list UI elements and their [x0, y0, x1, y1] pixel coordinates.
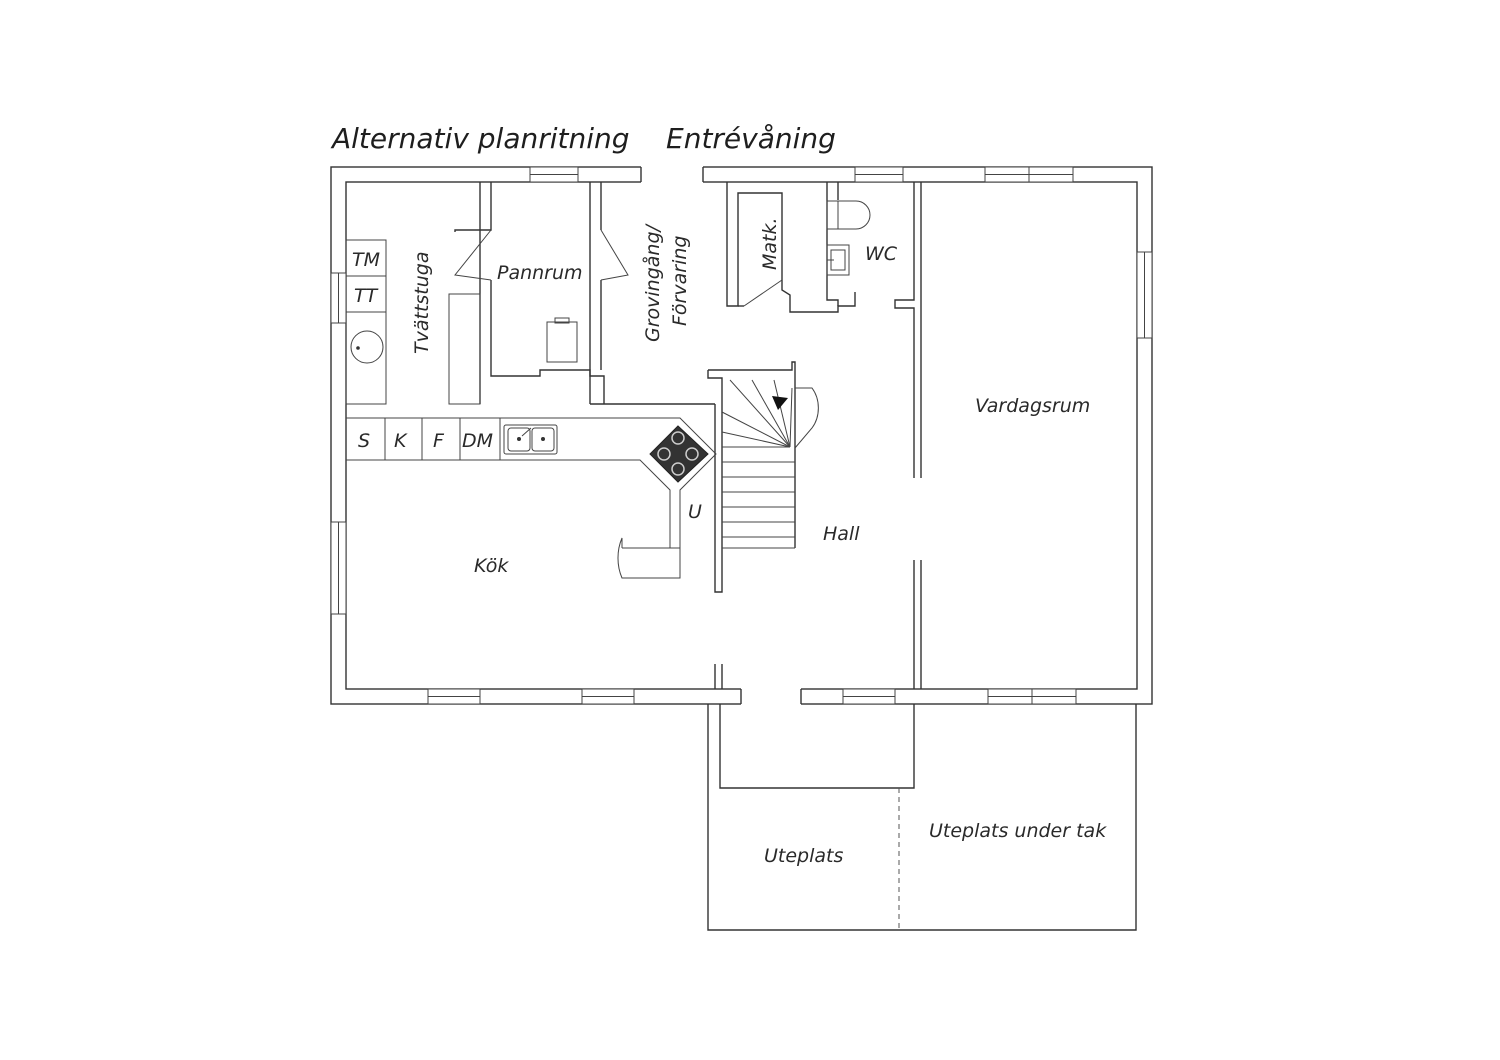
room-label-grovingang: Grovingång/ [641, 222, 664, 342]
entrance-bottom [740, 688, 802, 705]
room-label-kok: Kök [474, 555, 509, 577]
entrance-top [640, 166, 704, 183]
laundry-fixtures [345, 239, 481, 405]
room-label-uteplats-under-tak: Uteplats under tak [929, 820, 1107, 842]
stove-icon [649, 425, 709, 483]
dishwasher-label: DM [462, 430, 493, 452]
room-label-matk: Matk. [759, 217, 781, 270]
interior-walls [454, 182, 922, 689]
oven-label: U [688, 501, 702, 523]
room-label-tvattstuga: Tvättstuga [411, 252, 433, 355]
room-label-uteplats: Uteplats [764, 845, 843, 867]
windows [330, 166, 1153, 705]
room-label-forvaring: Förvaring [669, 236, 691, 326]
floor-title: Entrévåning [666, 122, 836, 155]
wc-sink-icon [826, 244, 850, 276]
fridge-label: K [394, 430, 408, 452]
boiler-icon [546, 317, 578, 363]
kitchen-counter [346, 417, 717, 579]
outer-walls [330, 166, 1153, 705]
tumbler-label: TM [352, 249, 380, 271]
room-label-wc: WC [865, 243, 898, 265]
room-label-pannrum: Pannrum [497, 262, 583, 284]
freezer-label: F [433, 430, 445, 452]
terrace [707, 704, 1137, 931]
toilet-icon [826, 200, 871, 230]
staircase [721, 379, 819, 549]
kitchen-sink-icon [503, 424, 558, 455]
plan-title: Alternativ planritning [330, 122, 630, 155]
room-label-hall: Hall [823, 523, 860, 545]
room-label-vardagsrum: Vardagsrum [975, 395, 1090, 417]
dryer-label: TT [354, 285, 379, 307]
sink-cabinet-label: S [358, 430, 370, 452]
